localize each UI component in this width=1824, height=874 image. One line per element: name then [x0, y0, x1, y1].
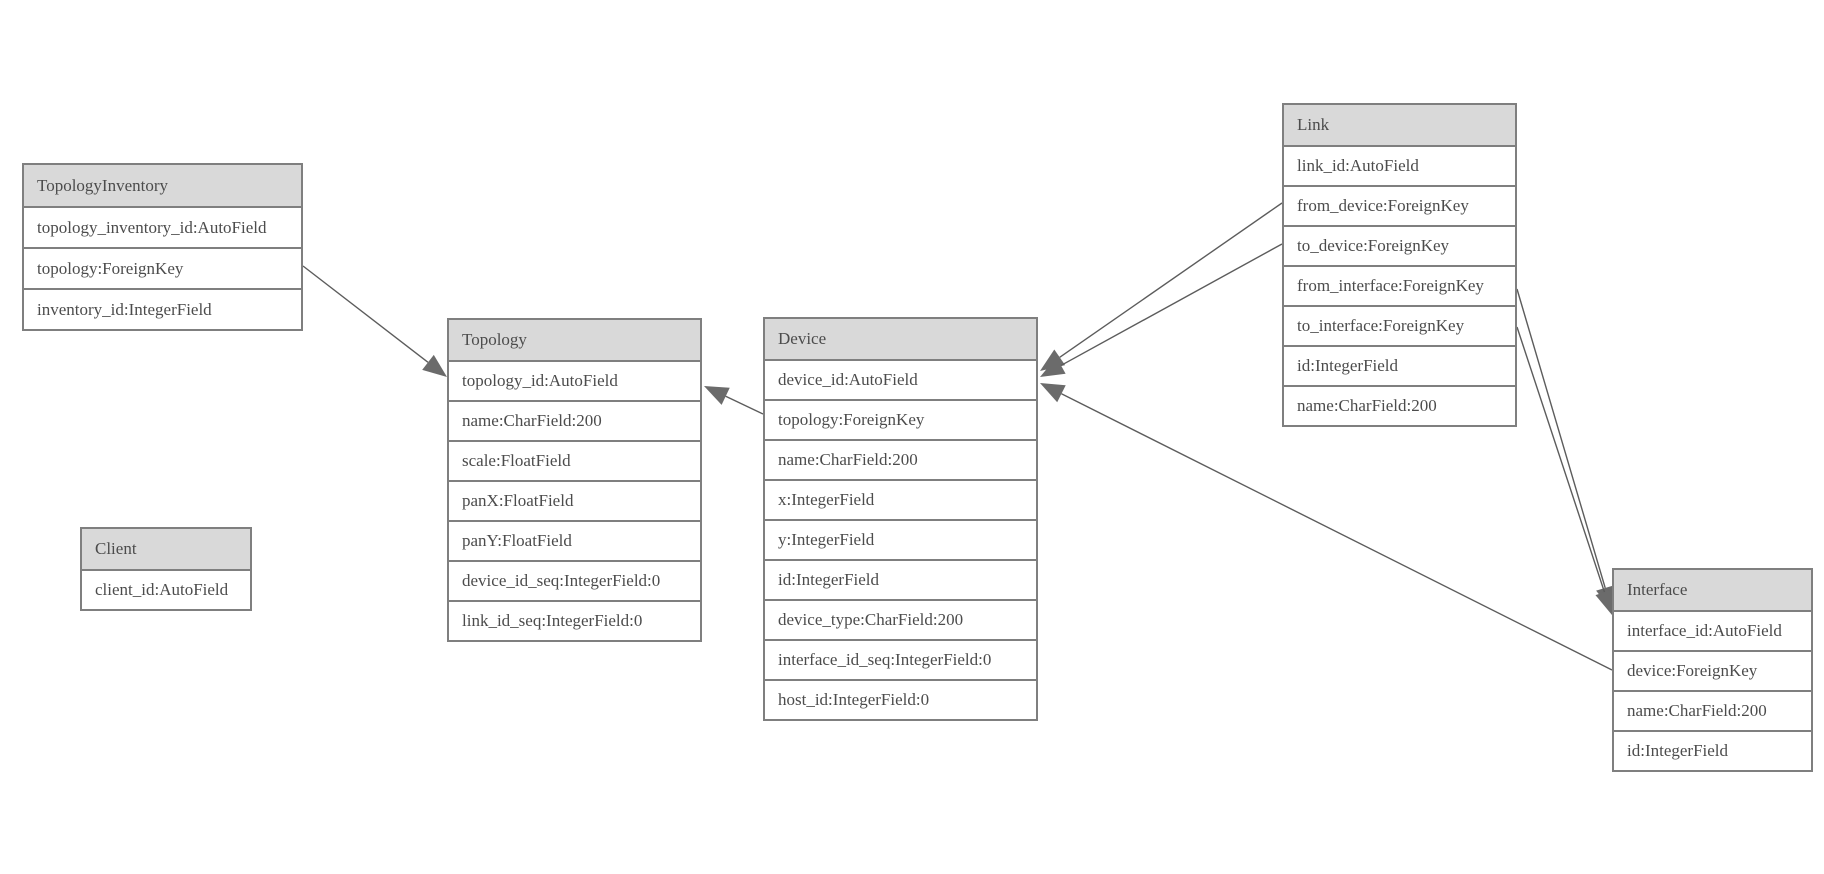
entity-field: x:IntegerField [765, 479, 1036, 519]
entity-field: y:IntegerField [765, 519, 1036, 559]
relation-line-link-to-interface [1516, 326, 1606, 593]
entity-field: interface_id_seq:IntegerField:0 [765, 639, 1036, 679]
relation-line-link-to-device [1060, 243, 1283, 367]
relation-arrowhead-device-topology [704, 386, 730, 405]
entity-field: topology:ForeignKey [765, 399, 1036, 439]
relation-arrowhead-link-to-device [1040, 357, 1066, 377]
entity-field: panY:FloatField [449, 520, 700, 560]
entity-field: panX:FloatField [449, 480, 700, 520]
entity-field: id:IntegerField [1284, 345, 1515, 385]
entity-field: device:ForeignKey [1614, 650, 1811, 690]
entity-field: topology:ForeignKey [24, 247, 301, 288]
relation-line-device-topology [725, 395, 764, 415]
entity-field: link_id:AutoField [1284, 145, 1515, 185]
entity-field: link_id_seq:IntegerField:0 [449, 600, 700, 640]
entity-title: Topology [449, 320, 700, 360]
entity-field: name:CharField:200 [765, 439, 1036, 479]
entity-field: device_id:AutoField [765, 359, 1036, 399]
relation-arrowhead-link-to-interface [1595, 589, 1614, 615]
entity-title: Client [82, 529, 250, 569]
entity-field: id:IntegerField [1614, 730, 1811, 770]
entity-field: topology_inventory_id:AutoField [24, 206, 301, 247]
entity-title: Link [1284, 105, 1515, 145]
entity-field: topology_id:AutoField [449, 360, 700, 400]
entity-field: scale:FloatField [449, 440, 700, 480]
entity-field: from_interface:ForeignKey [1284, 265, 1515, 305]
entity-field: name:CharField:200 [1284, 385, 1515, 425]
relation-line-topologyinventory-topology [302, 265, 429, 363]
relation-line-link-from-device [1059, 202, 1283, 358]
entity-field: to_interface:ForeignKey [1284, 305, 1515, 345]
entity-field: device_type:CharField:200 [765, 599, 1036, 639]
entity-title: Device [765, 319, 1036, 359]
entity-field: host_id:IntegerField:0 [765, 679, 1036, 719]
entity-field: interface_id:AutoField [1614, 610, 1811, 650]
entity-title: TopologyInventory [24, 165, 301, 206]
entity-field: from_device:ForeignKey [1284, 185, 1515, 225]
entity-field: to_device:ForeignKey [1284, 225, 1515, 265]
entity-title: Interface [1614, 570, 1811, 610]
relation-arrowhead-topologyinventory-topology [422, 354, 447, 377]
entity-field: client_id:AutoField [82, 569, 250, 609]
relation-line-link-from-interface [1516, 288, 1606, 589]
entity-field: inventory_id:IntegerField [24, 288, 301, 329]
relation-arrowhead-interface-device [1040, 383, 1066, 403]
entity-field: name:CharField:200 [1614, 690, 1811, 730]
entity-field: device_id_seq:IntegerField:0 [449, 560, 700, 600]
entity-field: name:CharField:200 [449, 400, 700, 440]
relation-line-interface-device [1061, 393, 1613, 671]
entity-field: id:IntegerField [765, 559, 1036, 599]
